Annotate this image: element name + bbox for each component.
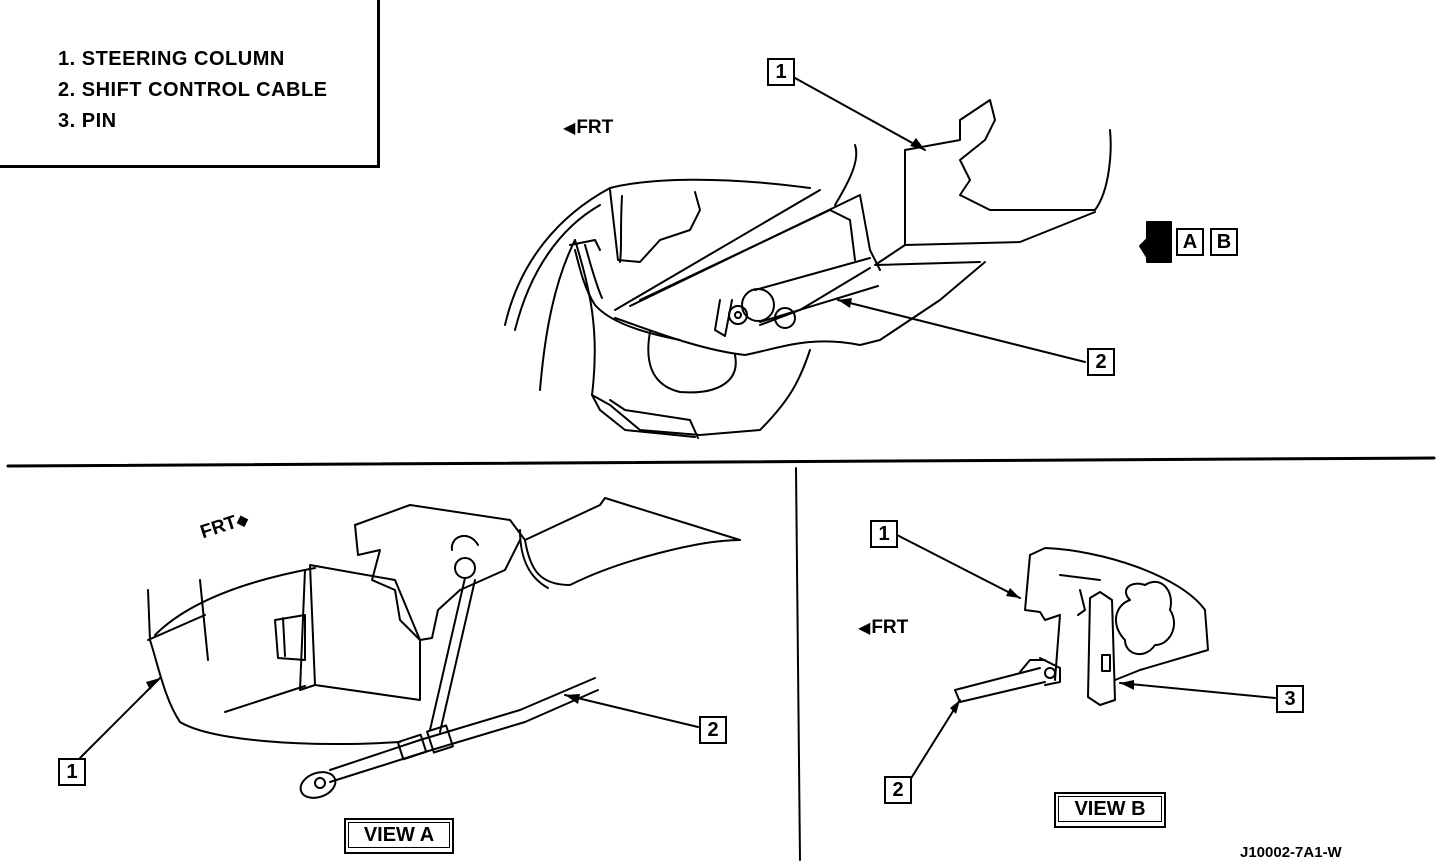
legend-item-shift-control-cable: 2. SHIFT CONTROL CABLE	[58, 79, 328, 101]
leader-arrowheads	[146, 138, 1134, 714]
view-b-label: VIEW B	[1054, 792, 1166, 828]
legend-item-pin: 3. PIN	[58, 110, 117, 132]
main-callout-2: 2	[1087, 348, 1115, 376]
main-leader-2	[837, 299, 1086, 363]
view-marker-a: A	[1176, 228, 1204, 256]
legend-item-steering-column: 1. STEERING COLUMN	[58, 48, 285, 70]
main-frt-label: ◀FRT	[563, 117, 614, 138]
view-b-callout-3: 3	[1276, 685, 1304, 713]
view-a-callout-1: 1	[58, 758, 86, 786]
frt-arrow-icon: ◀	[563, 120, 576, 137]
view-a-label: VIEW A	[344, 818, 454, 854]
view-b-frt-label: ◀FRT	[858, 617, 909, 638]
legend-list: 1. STEERING COLUMN 2. SHIFT CONTROL CABL…	[58, 44, 328, 137]
frt-arrow-icon: ◀	[858, 620, 871, 637]
view-marker-b: B	[1210, 228, 1238, 256]
view-a-drawing	[79, 497, 741, 799]
horizontal-divider	[6, 456, 1436, 468]
vertical-divider	[795, 467, 801, 861]
view-b-callout-1: 1	[870, 520, 898, 548]
figure-code: J10002-7A1-W	[1240, 844, 1342, 861]
view-a-callout-2: 2	[699, 716, 727, 744]
view-b-drawing	[896, 534, 1276, 781]
main-leader-1	[794, 77, 926, 151]
main-callout-1: 1	[767, 58, 795, 86]
view-b-callout-2: 2	[884, 776, 912, 804]
main-view-drawing	[504, 77, 1112, 439]
legend-box: 1. STEERING COLUMN 2. SHIFT CONTROL CABL…	[0, 0, 380, 168]
